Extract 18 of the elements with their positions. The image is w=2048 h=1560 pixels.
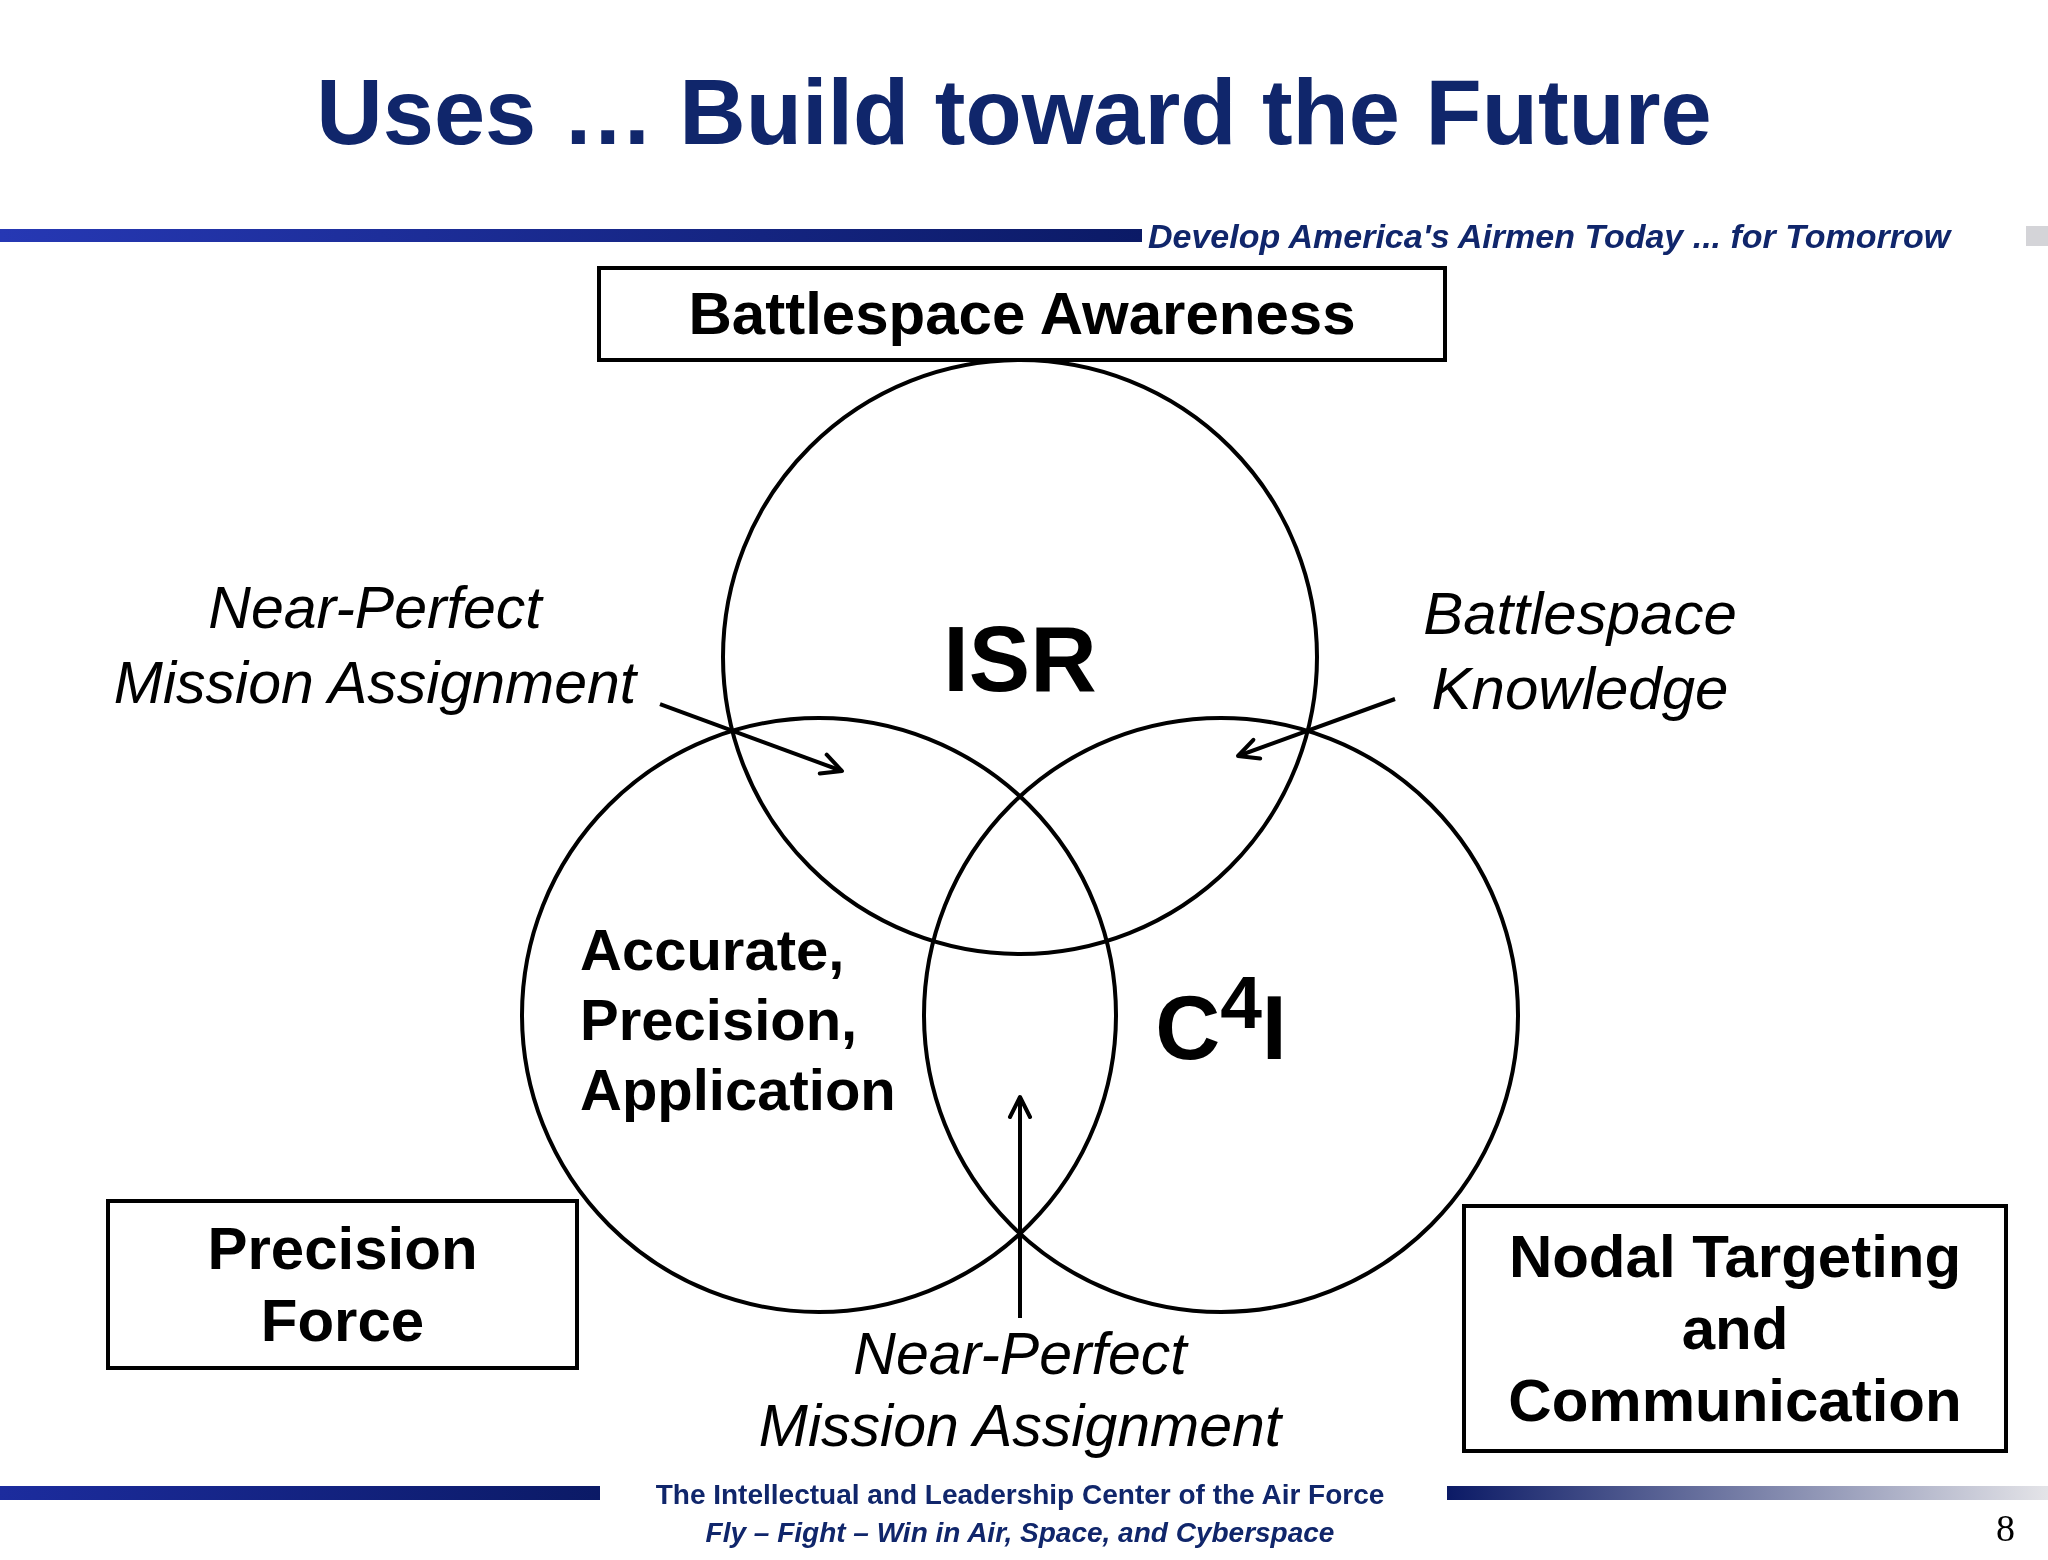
callout-text: Near-Perfect Mission Assignment xyxy=(90,571,660,721)
page-number: 8 xyxy=(1996,1506,2015,1551)
circle-label: Accurate, Precision, Application xyxy=(580,916,896,1124)
callout-text: Near-Perfect Mission Assignment xyxy=(720,1318,1320,1462)
footer-motto: Fly – Fight – Win in Air, Space, and Cyberspace xyxy=(705,1516,1335,1550)
arrow xyxy=(1236,697,1396,761)
tagline: Develop America's Airmen Today ... for Tomorrow xyxy=(1148,216,1951,257)
venn-circle xyxy=(520,716,1118,1314)
footer-text: The Intellectual and Leadership Center of the Air Force xyxy=(655,1478,1385,1512)
arrow xyxy=(659,702,844,776)
callout-text: Battlespace Knowledge xyxy=(1395,576,1765,726)
arrow xyxy=(1008,1095,1032,1318)
label-box: Nodal Targeting and Communication xyxy=(1462,1204,2008,1453)
circle-label: ISR xyxy=(943,609,1097,711)
slide-title: Uses … Build toward the Future xyxy=(316,60,1712,165)
label-box: Precision Force xyxy=(106,1199,579,1370)
label-box: Battlespace Awareness xyxy=(597,266,1447,362)
circle-label: C$^{4}$I xyxy=(1155,960,1287,1078)
